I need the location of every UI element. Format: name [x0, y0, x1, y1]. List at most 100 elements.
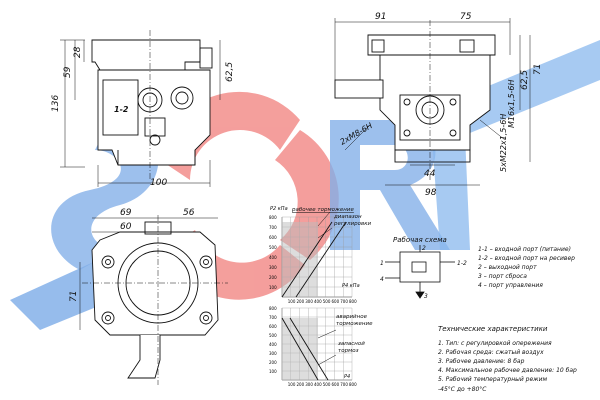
- dim-28: 28: [73, 46, 83, 58]
- y-tick-label: 100: [269, 285, 277, 290]
- chart-2-zone-label-1: запасной: [338, 341, 365, 347]
- thread-m16: M16x1,5-6H: [507, 79, 516, 128]
- dim-71-side: 71: [533, 64, 543, 75]
- x-tick-label: 700: [340, 299, 348, 304]
- side-view-left-fitting: [334, 79, 384, 99]
- chart-1-range-label-2: регулировки: [333, 221, 372, 227]
- top-view: [60, 30, 221, 187]
- dim-62-5-top: 62,5: [225, 62, 235, 82]
- x-tick-label: 500: [323, 299, 331, 304]
- bottom-view: [79, 215, 228, 385]
- top-view-body: [97, 69, 211, 166]
- y-tick-label: 800: [269, 215, 277, 220]
- chart-1-x-unit: P4 кПа: [342, 283, 360, 289]
- side-view-cap: [367, 34, 496, 56]
- dim-75: 75: [460, 12, 472, 22]
- top-view-inner-left: [102, 79, 139, 136]
- spec-item: 4. Максимальное рабочее давление: 10 бар: [438, 367, 577, 374]
- legend-item: 1-2 – входной порт на ресивер: [478, 255, 575, 262]
- x-tick-label: 500: [323, 382, 331, 387]
- specs-title: Технические характеристики: [438, 325, 548, 333]
- chart-1-line-a: [281, 221, 333, 298]
- y-tick-label: 100: [269, 369, 277, 374]
- chart-2-pointer-2: [317, 354, 337, 366]
- y-tick-label: 500: [269, 333, 277, 338]
- scheme-port-2: 2: [422, 245, 426, 252]
- side-view-body: [379, 54, 491, 151]
- legend-item: 3 – порт сброса: [478, 273, 527, 280]
- scheme-port-1: 1: [380, 260, 384, 267]
- y-tick-label: 800: [269, 306, 277, 311]
- spec-item: 1. Тип: с регулировкой опережения: [438, 340, 552, 347]
- port-legend: 1-1 – входной порт (питание) 1-2 – входн…: [478, 246, 575, 289]
- spec-item: 5. Рабочий температурный режим: [438, 376, 547, 383]
- chart-1-series-label: рабочее торможение: [291, 207, 354, 213]
- side-view: [334, 18, 531, 186]
- scheme-port-1-2: 1-2: [457, 260, 467, 267]
- bottom-view-bolt-tl: [101, 255, 115, 269]
- dim-59: 59: [63, 66, 73, 78]
- legend-item: 1-1 – входной порт (питание): [478, 246, 571, 253]
- x-tick-label: 600: [332, 299, 340, 304]
- chart-1-line-b: [295, 221, 347, 298]
- y-tick-label: 600: [269, 235, 277, 240]
- dim-71-bottom: 71: [69, 291, 79, 302]
- scheme-port-4: 4: [380, 276, 384, 283]
- spec-item: 2. Рабочая среда: сжатый воздух: [438, 349, 544, 356]
- x-tick-label: 200: [297, 382, 305, 387]
- dim-62-5-side: 62,5: [520, 70, 530, 90]
- x-tick-label: 800: [349, 299, 357, 304]
- spec-item: 3. Рабочее давление: 8 бар: [438, 358, 525, 365]
- x-tick-label: 300: [305, 299, 313, 304]
- y-tick-label: 200: [269, 360, 277, 365]
- legend-item: 4 – порт управления: [478, 282, 543, 289]
- y-tick-label: 400: [269, 342, 277, 347]
- thread-5xm22: 5xM22x1,5-6H: [499, 114, 508, 172]
- x-tick-label: 200: [297, 299, 305, 304]
- y-tick-label: 300: [269, 351, 277, 356]
- scheme-port-3: 3: [424, 293, 428, 300]
- chart-1-y-unit: P2 кПа: [270, 206, 288, 212]
- dim-136: 136: [51, 95, 61, 112]
- top-view-cap: [91, 39, 201, 71]
- bottom-view-fitting: [127, 335, 161, 379]
- x-tick-label: 300: [305, 382, 313, 387]
- dim-69: 69: [120, 208, 132, 218]
- dim-44: 44: [424, 169, 436, 179]
- port-label-1-2: 1-2: [114, 105, 129, 114]
- scheme-valve-box: [399, 251, 441, 283]
- chart-2-zone-label-2: тормоз: [338, 348, 359, 354]
- y-tick-label: 500: [269, 245, 277, 250]
- top-view-side-fitting: [199, 47, 213, 69]
- x-tick-label: 600: [332, 382, 340, 387]
- x-tick-label: 100: [288, 382, 296, 387]
- chart-1-range-label-1: диапазон: [333, 214, 362, 220]
- y-tick-label: 600: [269, 324, 277, 329]
- chart-2-x-unit: P4: [344, 374, 350, 380]
- chart-1-range-band: [282, 222, 318, 297]
- bottom-view-outline: [91, 231, 219, 336]
- x-tick-label: 700: [340, 382, 348, 387]
- x-tick-label: 400: [314, 382, 322, 387]
- dim-91: 91: [375, 12, 386, 22]
- chart-2-line-b: [289, 317, 329, 381]
- y-tick-label: 300: [269, 265, 277, 270]
- spec-item: -45°С до +80°С: [438, 386, 487, 393]
- bottom-view-bolt-tr: [199, 255, 213, 269]
- top-view-bottom-port: [144, 117, 166, 137]
- chart-2-series-label-2: торможение: [336, 321, 373, 327]
- chart-2-series-label-1: аварийное: [336, 314, 368, 320]
- top-view-port-right: [170, 86, 194, 110]
- chart-2-line-a: [281, 317, 319, 381]
- y-tick-label: 400: [269, 255, 277, 260]
- working-scheme: [385, 245, 455, 299]
- x-tick-label: 100: [288, 299, 296, 304]
- bottom-view-bolt-br: [199, 311, 213, 325]
- bottom-view-bolt-bl: [101, 311, 115, 325]
